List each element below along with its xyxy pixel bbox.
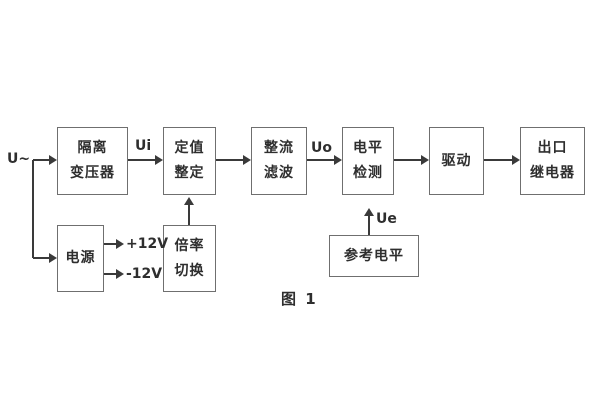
block-output-relay: 出口 继电器 [520, 127, 585, 195]
arrow-right-plus12v-icon [116, 239, 124, 249]
block-level-detector-line1: 电平 [353, 140, 383, 156]
block-driver-label: 驱动 [441, 152, 472, 169]
block-power-supply: 电源 [57, 225, 104, 292]
signal-ue-label: Ue [376, 211, 397, 227]
block-setpoint-adjust: 定值 整定 [163, 127, 216, 195]
arrow-right-input-icon [49, 155, 57, 165]
connector-setpoint-to-rectifier-line [216, 159, 244, 161]
block-ratio-switch-line1: 倍率 [174, 237, 205, 254]
block-rectifier-filter-line2: 滤波 [264, 165, 294, 181]
block-power-supply-label: 电源 [65, 250, 96, 266]
block-driver: 驱动 [429, 127, 484, 195]
block-isolation-transformer-line2: 变压器 [70, 165, 115, 181]
arrow-right-ui-icon [155, 155, 163, 165]
block-setpoint-adjust-line2: 整定 [174, 165, 205, 181]
block-reference-level: 参考电平 [329, 235, 419, 277]
connector-detector-to-driver-line [394, 159, 422, 161]
block-level-detector-line2: 检测 [353, 165, 383, 181]
arrow-right-driver-to-relay-icon [512, 155, 520, 165]
signal-ui-label: Ui [135, 138, 152, 154]
input-voltage-label: U~ [7, 151, 31, 167]
connector-ui-line [128, 159, 156, 161]
block-output-relay-line1: 出口 [537, 140, 568, 156]
connector-driver-to-relay-line [484, 159, 512, 161]
connector-input-to-power-line [32, 160, 34, 258]
power-positive-label: +12V [126, 236, 169, 252]
arrow-right-minus12v-icon [116, 269, 124, 279]
figure-caption: 图 1 [281, 290, 318, 308]
connector-power-input-line [33, 257, 50, 259]
connector-ratio-to-setpoint-line [188, 204, 190, 225]
block-rectifier-filter: 整流 滤波 [251, 127, 307, 195]
arrow-right-uo-icon [334, 155, 342, 165]
block-isolation-transformer: 隔离 变压器 [57, 127, 128, 195]
arrow-right-power-input-icon [49, 253, 57, 263]
arrow-right-detector-to-driver-icon [421, 155, 429, 165]
connector-uo-line [307, 159, 335, 161]
block-ratio-switch-line2: 切换 [174, 262, 205, 279]
block-setpoint-adjust-line1: 定值 [174, 140, 205, 156]
block-reference-level-label: 参考电平 [344, 247, 404, 264]
arrow-up-ratio-to-setpoint-icon [184, 197, 194, 205]
arrow-right-setpoint-to-rectifier-icon [243, 155, 251, 165]
connector-plus12v-line [104, 243, 117, 245]
connector-ue-line [368, 215, 370, 235]
signal-uo-label: Uo [311, 140, 332, 156]
power-negative-label: -12V [126, 266, 163, 282]
block-isolation-transformer-line1: 隔离 [77, 140, 108, 156]
arrow-up-ue-icon [364, 208, 374, 216]
block-output-relay-line2: 继电器 [530, 165, 575, 181]
block-ratio-switch: 倍率 切换 [163, 225, 216, 292]
connector-minus12v-line [104, 273, 117, 275]
connector-input-line [33, 159, 50, 161]
block-level-detector: 电平 检测 [342, 127, 394, 195]
block-rectifier-filter-line1: 整流 [264, 140, 294, 156]
